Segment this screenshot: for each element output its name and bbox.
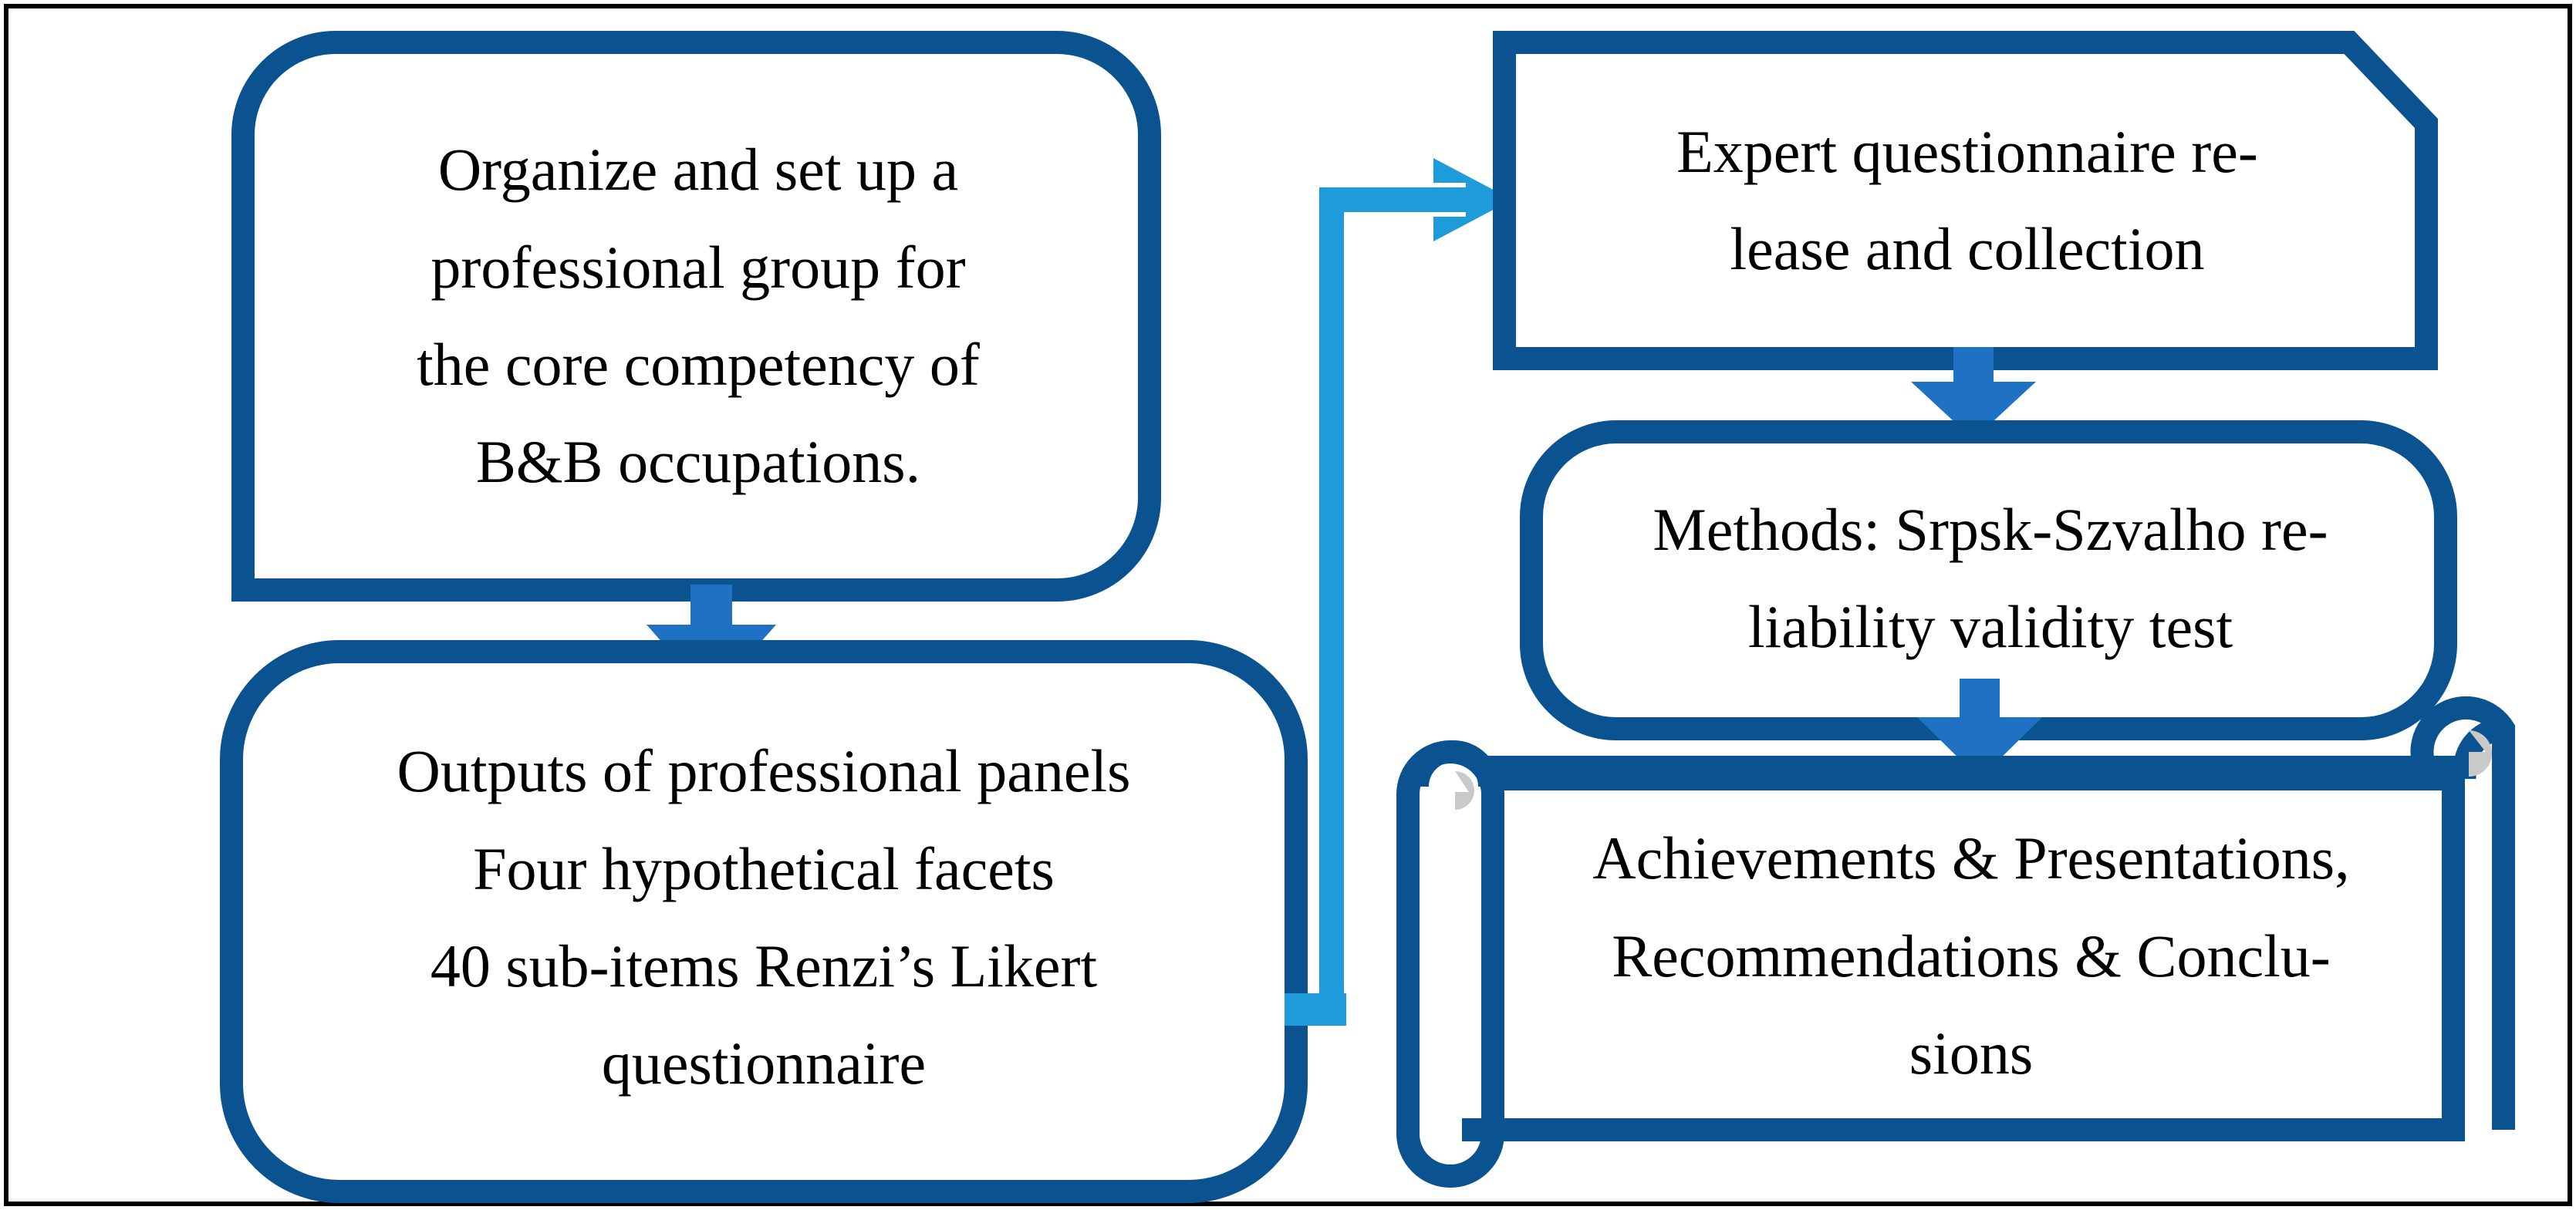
arrow-box3-to-box4 (1911, 347, 2036, 440)
outer-frame-border (4, 4, 2572, 1206)
arrow-box4-to-box5 (1917, 679, 2042, 779)
node-box3-shape[interactable] (1493, 31, 2438, 370)
node-box1-shape[interactable] (231, 31, 1161, 602)
elbow-connector-box2-to-box3 (1285, 158, 1512, 1026)
node-box5-shape[interactable] (1396, 696, 2515, 1188)
node-box2-shape[interactable] (220, 640, 1308, 1203)
